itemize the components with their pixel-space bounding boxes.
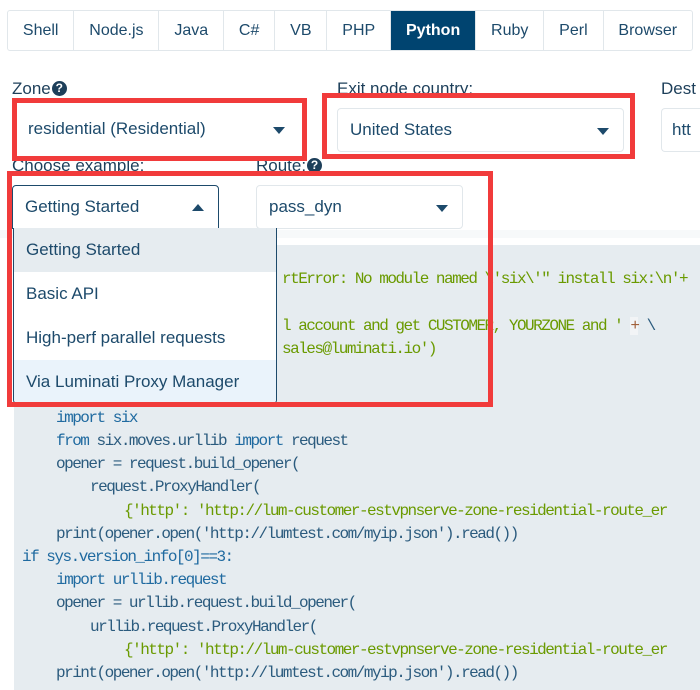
code-line: {'http': 'http://lum-customer-estvpnserv… bbox=[124, 502, 668, 520]
help-icon[interactable]: ? bbox=[51, 81, 67, 96]
code-fragment: \ bbox=[638, 317, 657, 335]
example-value: Getting Started bbox=[25, 197, 140, 216]
example-select[interactable]: Getting Started bbox=[12, 185, 219, 229]
code-line: if sys.version_info[0]==3: bbox=[22, 548, 234, 566]
example-dropdown-menu: Getting Started Basic API High-perf para… bbox=[13, 228, 277, 404]
route-select[interactable]: pass_dyn bbox=[256, 185, 463, 229]
dest-label: Dest bbox=[661, 79, 696, 98]
tab-java[interactable]: Java bbox=[159, 11, 225, 50]
dropdown-option-getting-started[interactable]: Getting Started bbox=[14, 228, 276, 272]
caret-down-icon bbox=[597, 128, 609, 135]
code-line: l account and get CUSTOMER, YOURZONE and… bbox=[282, 315, 657, 338]
code-line: rtError: No module named \'six\'" instal… bbox=[282, 268, 689, 291]
zone-value: residential (Residential) bbox=[28, 119, 206, 138]
tab-csharp[interactable]: C# bbox=[224, 11, 276, 50]
code-text: six.moves.urllib bbox=[88, 432, 235, 450]
tab-shell[interactable]: Shell bbox=[8, 11, 75, 50]
code-line: print(opener.open('http://lumtest.com/my… bbox=[56, 525, 519, 543]
code-line: {'http': 'http://lum-customer-estvpnserv… bbox=[124, 641, 668, 659]
code-line: opener = request.build_opener( bbox=[56, 455, 301, 473]
code-fragment: l account and get CUSTOMER, YOURZONE and… bbox=[282, 317, 631, 335]
country-select[interactable]: United States bbox=[337, 108, 624, 152]
dest-value: htt bbox=[672, 120, 691, 139]
zone-select[interactable]: residential (Residential) bbox=[16, 108, 299, 152]
dropdown-option-lpm[interactable]: Via Luminati Proxy Manager bbox=[14, 360, 276, 403]
caret-down-icon bbox=[436, 205, 448, 212]
route-value: pass_dyn bbox=[269, 197, 342, 216]
tab-ruby[interactable]: Ruby bbox=[476, 11, 545, 50]
code-line: urllib.request.ProxyHandler( bbox=[90, 618, 318, 636]
dropdown-option-high-perf[interactable]: High-perf parallel requests bbox=[26, 328, 226, 347]
code-text: import bbox=[234, 432, 284, 450]
dest-input[interactable]: htt bbox=[661, 108, 700, 152]
caret-up-icon bbox=[192, 204, 204, 211]
tab-nodejs[interactable]: Node.js bbox=[74, 11, 160, 50]
code-line: print(opener.open('http://lumtest.com/my… bbox=[56, 664, 519, 682]
code-line: import six bbox=[56, 407, 139, 430]
code-block: rtError: No module named \'six\'" instal… bbox=[14, 245, 700, 690]
code-line: opener = urllib.request.build_opener( bbox=[56, 594, 357, 612]
route-label: Route:? bbox=[256, 156, 323, 176]
code-fragment: + bbox=[630, 317, 640, 335]
language-tabs: Shell Node.js Java C# VB PHP Python Ruby… bbox=[7, 10, 693, 51]
zone-label: Zone? bbox=[12, 79, 67, 99]
route-label-text: Route: bbox=[256, 156, 307, 175]
tab-python[interactable]: Python bbox=[391, 11, 477, 50]
tab-perl[interactable]: Perl bbox=[544, 11, 604, 50]
code-fragment: rtError: No module named \'six\'" instal… bbox=[282, 270, 689, 288]
code-text: request bbox=[282, 432, 349, 450]
tab-php[interactable]: PHP bbox=[327, 11, 392, 50]
code-text: import six bbox=[56, 409, 139, 427]
caret-down-icon bbox=[273, 127, 285, 134]
zone-label-text: Zone bbox=[12, 79, 51, 98]
country-label: Exit node country: bbox=[337, 79, 474, 98]
code-line: from six.moves.urllib import request bbox=[56, 430, 349, 453]
tab-browser[interactable]: Browser bbox=[618, 22, 678, 39]
tab-vb[interactable]: VB bbox=[275, 11, 328, 50]
example-label: Choose example: bbox=[12, 156, 145, 175]
code-fragment: sales@luminati.io') bbox=[282, 340, 437, 358]
code-line: request.ProxyHandler( bbox=[90, 478, 262, 496]
code-line: import urllib.request bbox=[56, 571, 228, 589]
code-line: sales@luminati.io') bbox=[282, 338, 437, 361]
country-value: United States bbox=[350, 120, 453, 139]
help-icon[interactable]: ? bbox=[307, 158, 323, 173]
dropdown-option-basic-api[interactable]: Basic API bbox=[26, 284, 99, 303]
code-text: from bbox=[56, 432, 90, 450]
divider bbox=[0, 230, 700, 238]
